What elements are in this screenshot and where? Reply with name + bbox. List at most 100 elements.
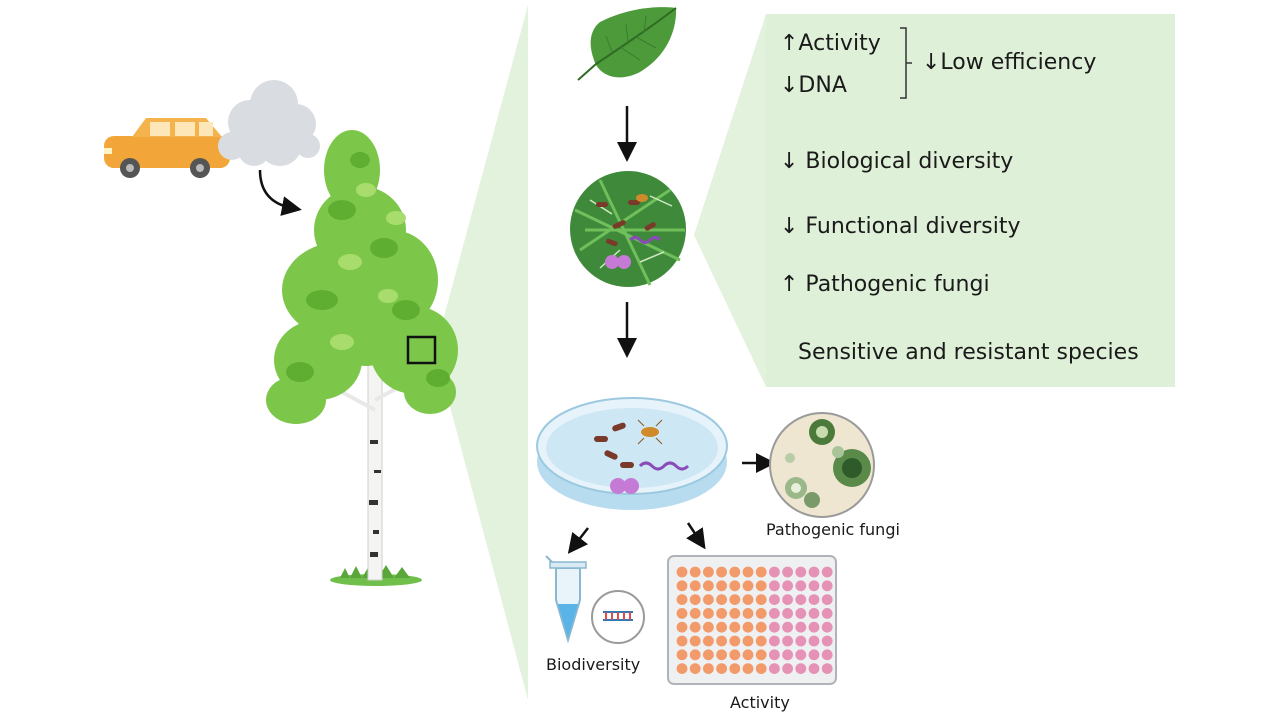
plate-well <box>808 621 820 633</box>
plate-well <box>716 594 727 605</box>
caption-activity: Activity <box>730 693 790 712</box>
plate-well <box>742 580 754 592</box>
plate-well <box>729 580 741 592</box>
plate-well <box>769 621 780 633</box>
plate-well <box>676 580 688 592</box>
effect-sensitive-resistant: Sensitive and resistant species <box>798 340 1139 365</box>
microbe-community-icon <box>570 171 686 287</box>
plate-well <box>729 621 741 633</box>
pollution-arrow <box>258 169 302 216</box>
arrow-dish-to-activity <box>686 522 706 550</box>
plate-well <box>782 580 793 592</box>
car-icon <box>104 118 230 178</box>
plate-well <box>716 635 727 647</box>
plate-well <box>716 580 727 592</box>
plate-well <box>689 580 701 592</box>
plate-well <box>716 566 727 578</box>
plate-well <box>808 580 820 592</box>
effect-activity: ↑Activity <box>780 31 881 56</box>
plate-well <box>689 635 701 647</box>
plate-well <box>782 621 793 633</box>
effects-panel <box>766 14 1175 387</box>
zoom-box <box>406 335 437 365</box>
plate-well <box>742 621 754 633</box>
plate-well <box>769 580 780 592</box>
effect-functional-diversity: ↓ Functional diversity <box>780 214 1021 239</box>
plate-well <box>769 566 780 578</box>
plate-well <box>769 663 780 674</box>
plate-well <box>782 566 793 578</box>
plate-well <box>769 635 780 647</box>
plate-well <box>716 663 727 674</box>
plate-well <box>689 621 701 633</box>
plate-well <box>729 635 741 647</box>
plate-well <box>782 608 793 619</box>
plate-well <box>729 663 741 674</box>
plate-well <box>676 594 688 605</box>
plate-well <box>808 594 820 605</box>
plate-well <box>742 594 754 605</box>
arrow-dish-to-biodiversity <box>567 527 589 554</box>
plate-well <box>742 608 754 619</box>
plate-well <box>821 621 833 633</box>
plate-well <box>821 580 833 592</box>
plate-well <box>676 649 688 661</box>
plate-well <box>769 608 780 619</box>
plate-well <box>703 635 714 647</box>
plate-well <box>689 594 701 605</box>
plate-well <box>755 566 767 578</box>
plate-well <box>689 608 701 619</box>
plate-well <box>716 608 727 619</box>
exhaust-cloud-icon <box>218 80 320 166</box>
plate-well <box>729 608 741 619</box>
plate-well <box>742 663 754 674</box>
plate-well <box>821 635 833 647</box>
birch-tree-icon <box>266 130 458 586</box>
caption-biodiversity: Biodiversity <box>546 655 641 674</box>
fungal-colonies-icon <box>769 412 875 518</box>
plate-well <box>703 580 714 592</box>
plate-well <box>755 580 767 592</box>
plate-well <box>689 566 701 578</box>
plate-well <box>782 649 793 661</box>
plate-well <box>795 649 807 661</box>
plate-well <box>742 566 754 578</box>
zoom-wedge-left <box>435 5 528 700</box>
plate-well <box>782 594 793 605</box>
plate-well <box>755 663 767 674</box>
plate-well <box>808 608 820 619</box>
plate-well <box>821 608 833 619</box>
plate-well <box>808 649 820 661</box>
plate-well <box>808 663 820 674</box>
plate-well <box>703 608 714 619</box>
plate-well <box>795 635 807 647</box>
plate-well <box>676 566 688 578</box>
plate-well <box>755 608 767 619</box>
plate-well <box>795 580 807 592</box>
effect-biological-diversity: ↓ Biological diversity <box>780 149 1014 174</box>
effect-pathogenic-fungi: ↑ Pathogenic fungi <box>780 272 990 297</box>
plate-well <box>703 621 714 633</box>
plate-well <box>755 621 767 633</box>
plate-well <box>716 621 727 633</box>
plate-well <box>755 635 767 647</box>
plate-well <box>808 566 820 578</box>
plate-well <box>755 649 767 661</box>
caption-pathogenic-fungi: Pathogenic fungi <box>766 520 900 539</box>
plate-well <box>795 663 807 674</box>
plate-well <box>676 621 688 633</box>
zoom-wedge-right <box>694 14 766 387</box>
plate-well <box>689 663 701 674</box>
plate-well <box>782 663 793 674</box>
plate-well <box>676 635 688 647</box>
plate-well <box>703 566 714 578</box>
plate-well <box>676 608 688 619</box>
plate-well <box>795 566 807 578</box>
plate-well <box>769 594 780 605</box>
plate-well <box>821 594 833 605</box>
plate-well <box>755 594 767 605</box>
plate-well <box>729 566 741 578</box>
plate-well <box>703 649 714 661</box>
